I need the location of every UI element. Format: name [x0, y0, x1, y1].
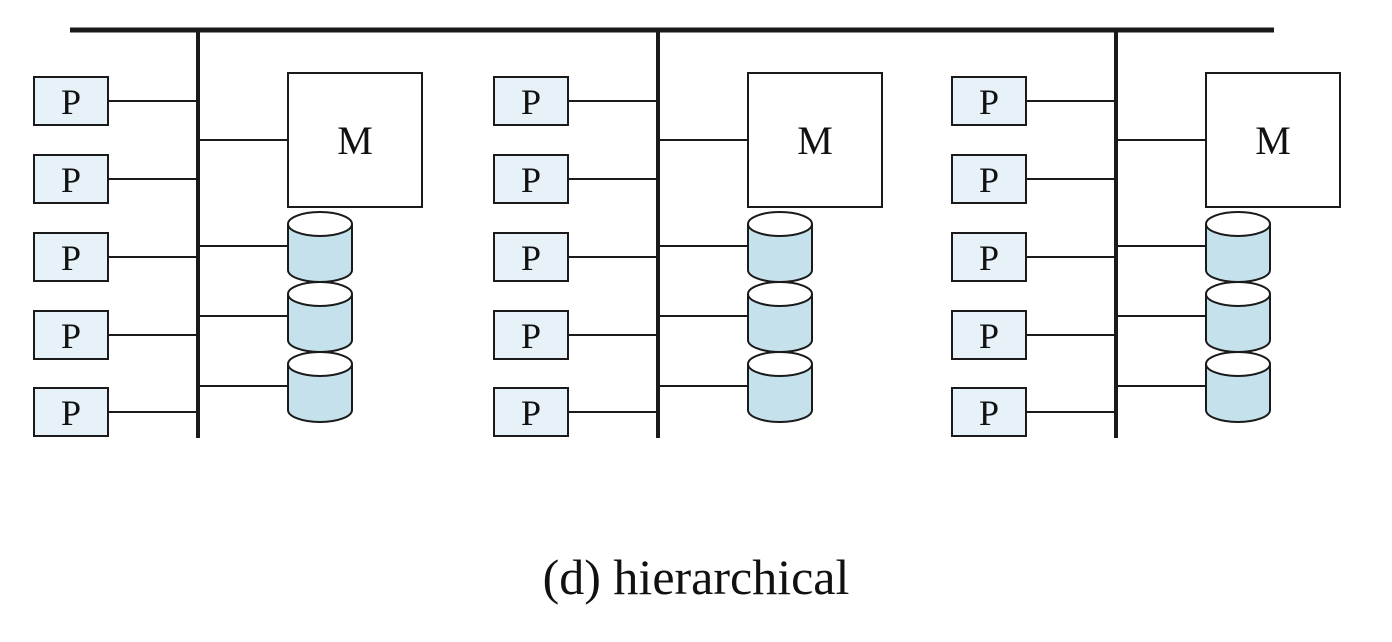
processor-label: P	[61, 316, 81, 356]
processor-box	[493, 387, 569, 437]
disk-icon	[1205, 351, 1271, 423]
disk-icon	[747, 351, 813, 423]
processor-box	[33, 76, 109, 126]
processor-box	[33, 387, 109, 437]
disk-icon	[747, 281, 813, 353]
disk-top	[747, 281, 813, 307]
processor-label: P	[979, 316, 999, 356]
disk-icon	[1205, 281, 1271, 353]
disk-icon	[1205, 211, 1271, 283]
disk-top	[747, 351, 813, 377]
processor-box	[493, 232, 569, 282]
processor-label: P	[61, 393, 81, 433]
disk-top	[287, 211, 353, 237]
disk-top	[1205, 351, 1271, 377]
processor-box	[951, 232, 1027, 282]
memory-label: M	[797, 118, 833, 163]
disk-icon	[287, 211, 353, 283]
memory-box	[1205, 72, 1341, 208]
disk-icon	[747, 211, 813, 283]
processor-box	[33, 154, 109, 204]
processor-box	[493, 310, 569, 360]
processor-box	[493, 76, 569, 126]
processor-label: P	[521, 82, 541, 122]
processor-label: P	[61, 160, 81, 200]
processor-label: P	[521, 393, 541, 433]
disk-top	[1205, 281, 1271, 307]
processor-label: P	[61, 82, 81, 122]
memory-label: M	[1255, 118, 1291, 163]
processor-box	[951, 310, 1027, 360]
processor-label: P	[521, 238, 541, 278]
memory-label: M	[337, 118, 373, 163]
processor-label: P	[979, 160, 999, 200]
processor-label: P	[979, 238, 999, 278]
processor-box	[33, 232, 109, 282]
disk-top	[747, 211, 813, 237]
processor-label: P	[979, 393, 999, 433]
processor-box	[951, 387, 1027, 437]
disk-icon	[287, 281, 353, 353]
memory-box	[287, 72, 423, 208]
disk-top	[1205, 211, 1271, 237]
diagram-caption: (d) hierarchical	[542, 549, 850, 605]
disk-body	[1205, 364, 1271, 423]
memory-box	[747, 72, 883, 208]
processor-box	[33, 310, 109, 360]
disk-body	[747, 364, 813, 423]
processor-label: P	[521, 316, 541, 356]
processor-label: P	[979, 82, 999, 122]
disk-icon	[287, 351, 353, 423]
processor-label: P	[521, 160, 541, 200]
processor-label: P	[61, 238, 81, 278]
processor-box	[951, 154, 1027, 204]
processor-box	[493, 154, 569, 204]
processor-box	[951, 76, 1027, 126]
disk-body	[287, 364, 353, 423]
disk-top	[287, 351, 353, 377]
disk-top	[287, 281, 353, 307]
